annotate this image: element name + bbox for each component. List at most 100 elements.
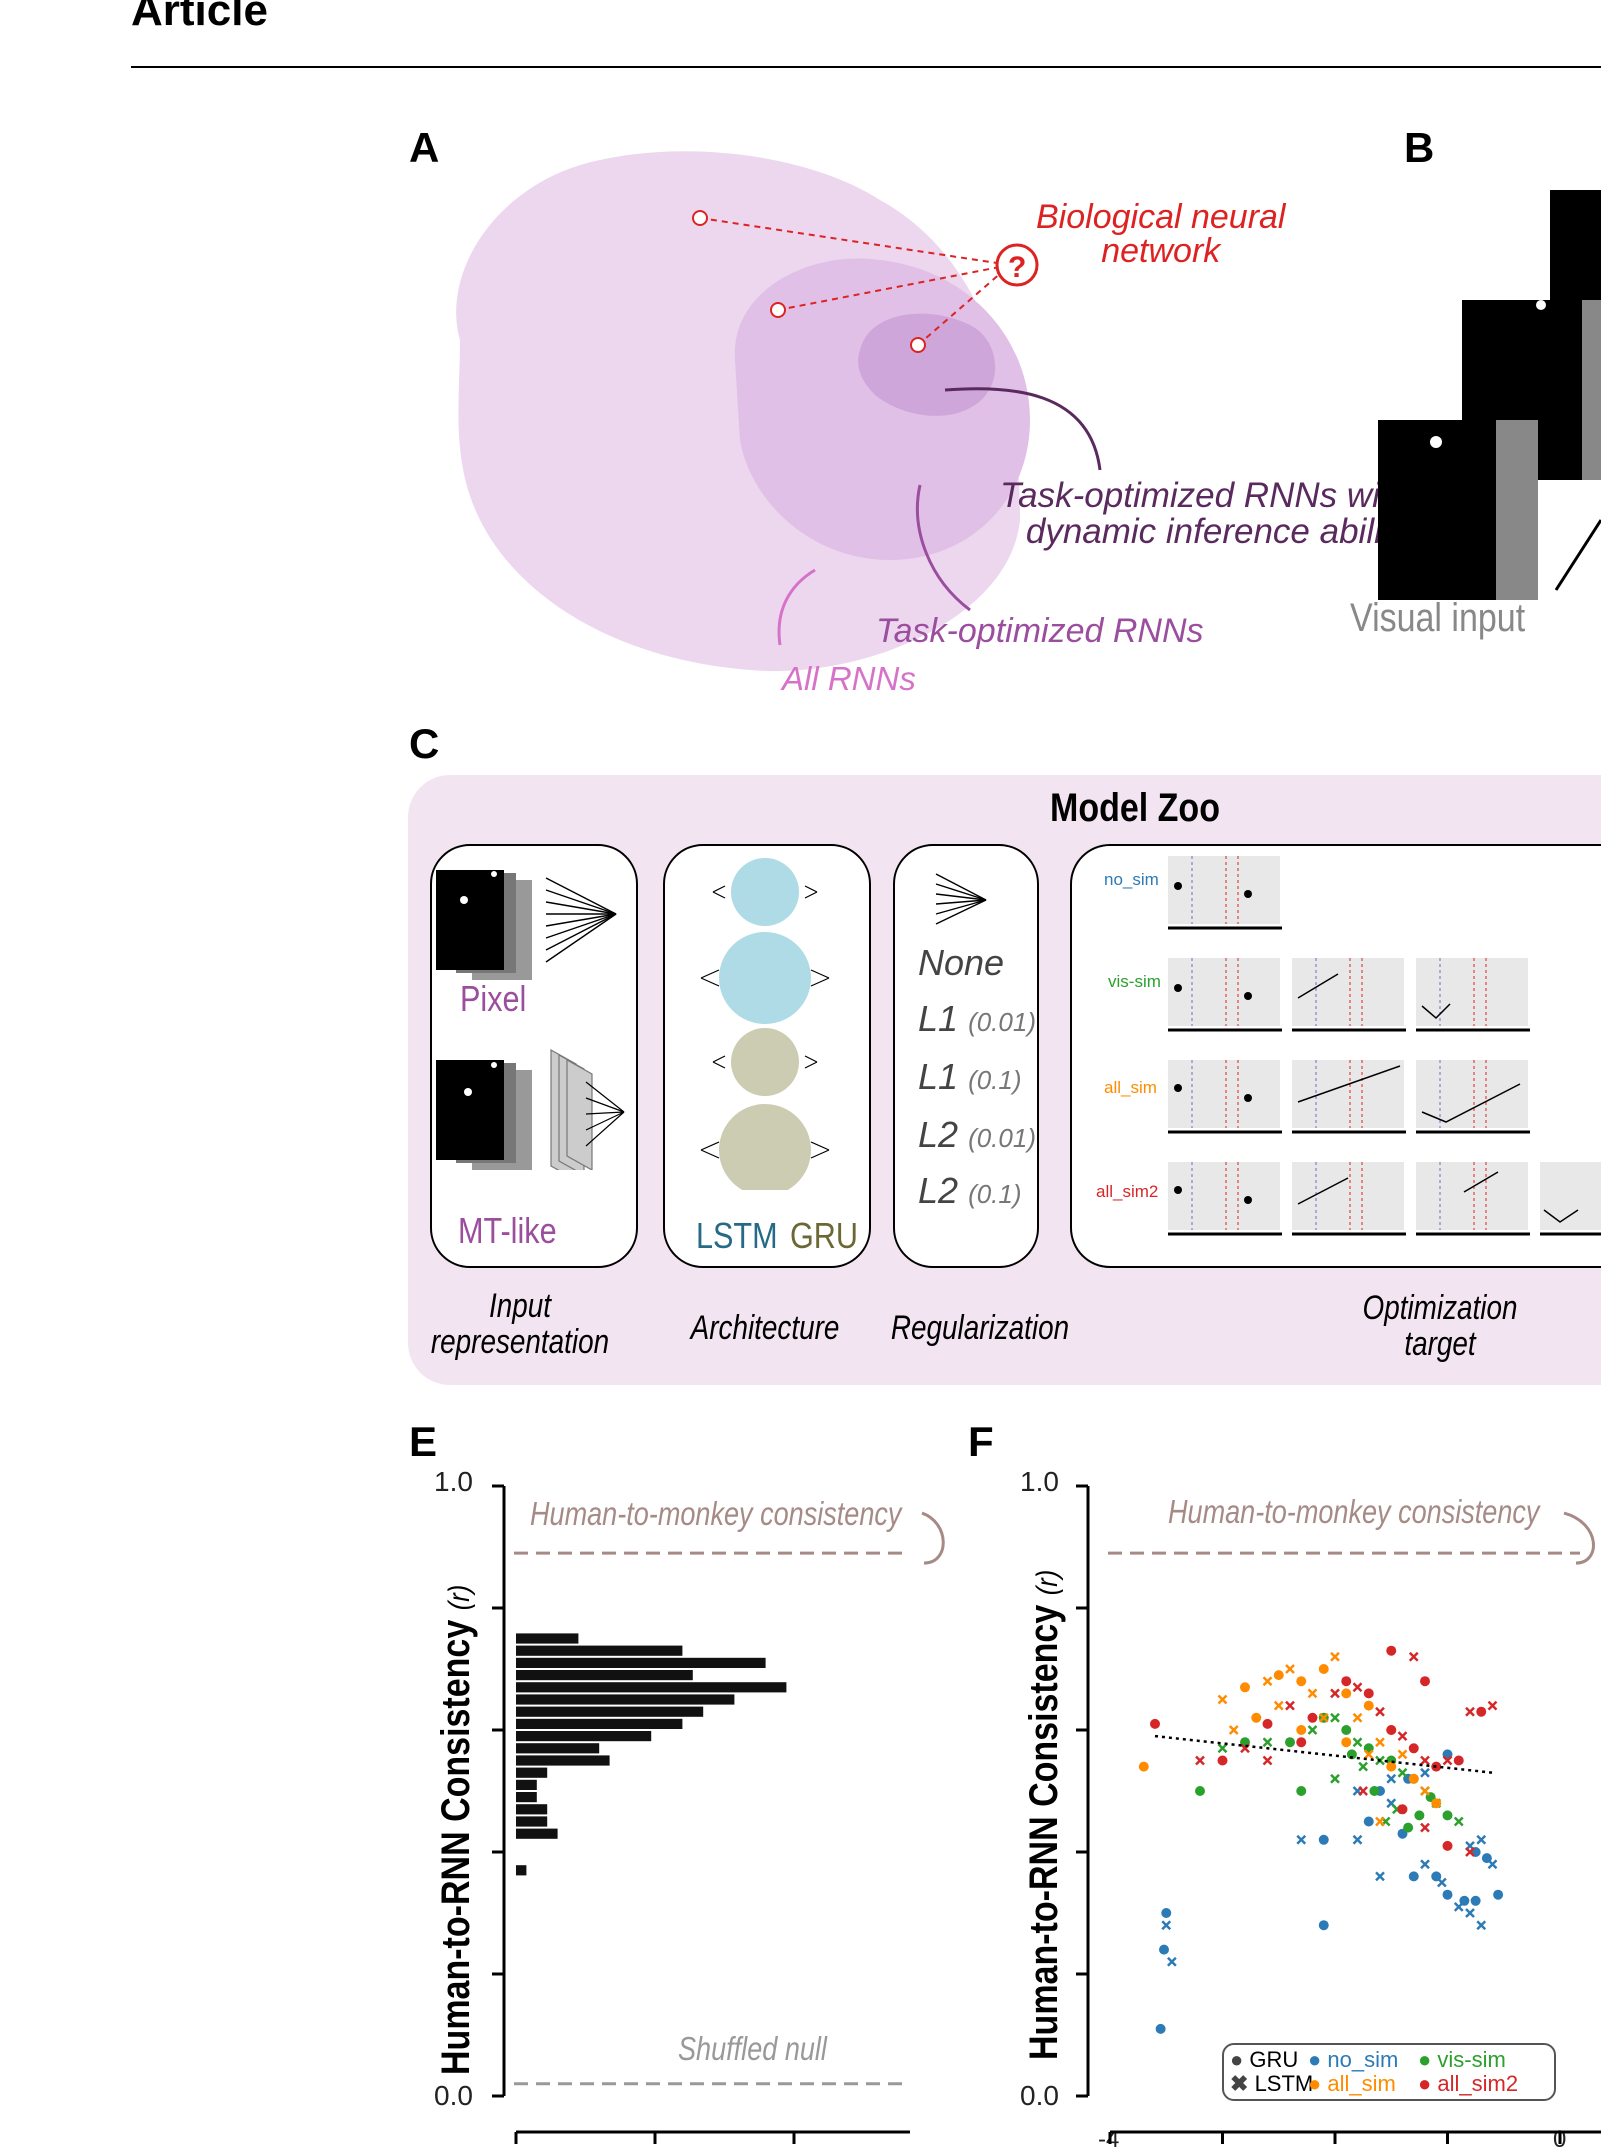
bio-network-label: Biological neural network	[1036, 200, 1286, 268]
scatter-point-lstm	[1420, 1755, 1430, 1766]
scatter-point-gru	[1296, 1786, 1307, 1796]
scatter-point-gru	[1341, 1676, 1352, 1687]
scatter-point-lstm	[1487, 1859, 1498, 1870]
scatter-point-gru	[1408, 1743, 1419, 1754]
reg-item-l2-01: L2 (0.1)	[918, 1170, 1022, 1212]
panel-e-histogram	[492, 1484, 945, 2144]
panel-e-reference-label: Human-to-monkey consistency	[530, 1495, 902, 1532]
scatter-point-lstm	[1476, 1834, 1487, 1845]
panel-e-ytick-bottom: 0.0	[434, 2080, 473, 2111]
scatter-point-gru	[1150, 1718, 1160, 1729]
panel-e-ylabel-unit: (r)	[443, 1584, 476, 1611]
scatter-point-lstm	[1285, 1700, 1295, 1711]
reg-item-name: L1	[918, 1056, 959, 1097]
scatter-point-gru	[1307, 1712, 1318, 1723]
histogram-bar	[516, 1767, 548, 1778]
reg-item-l2-001: L2 (0.01)	[918, 1114, 1036, 1156]
panel-f-ylabel: Human-to-RNN Consistency (r)	[1022, 1570, 1067, 2060]
histogram-bar	[516, 1706, 704, 1717]
scatter-point-gru	[1161, 1908, 1172, 1918]
scatter-point-lstm	[1330, 1651, 1340, 1662]
scatter-point-gru	[1386, 1645, 1397, 1656]
scatter-point-gru	[1262, 1718, 1273, 1729]
scatter-point-gru	[1195, 1786, 1205, 1796]
scatter-point-lstm	[1420, 1859, 1430, 1870]
scatter-point-gru	[1318, 1664, 1329, 1674]
panel-e-ytick-top: 1.0	[434, 1466, 473, 1497]
optimization-caption-line-1: Optimization	[1362, 1289, 1518, 1327]
bio-point-3	[910, 337, 926, 353]
model-zoo-title: Model Zoo	[1050, 786, 1220, 830]
panel-e-ylabel-text: Human-to-RNN Consistency	[434, 1619, 478, 2075]
scatter-point-lstm	[1375, 1737, 1385, 1748]
scatter-point-lstm	[1363, 1749, 1374, 1760]
regularization-caption: Regularization	[890, 1309, 1070, 1347]
scatter-point-lstm	[1273, 1700, 1284, 1711]
scatter-point-lstm	[1352, 1834, 1363, 1845]
scatter-point-gru	[1363, 1700, 1374, 1711]
reg-item-name: None	[918, 942, 1005, 983]
legend-lstm: ✖ LSTM	[1230, 2071, 1314, 2096]
scatter-point-gru	[1369, 1786, 1380, 1796]
histogram-bar	[516, 1755, 610, 1766]
panel-e-ylabel: Human-to-RNN Consistency (r)	[434, 1585, 479, 2075]
panel-f-ytick-top: 1.0	[1020, 1466, 1059, 1497]
scatter-point-lstm	[1476, 1920, 1487, 1931]
scatter-point-gru	[1386, 1761, 1397, 1772]
scatter-point-gru	[1442, 1810, 1453, 1821]
optimization-caption: Optimization target	[1350, 1290, 1530, 1362]
scatter-point-lstm	[1358, 1761, 1369, 1772]
architecture-caption: Architecture	[690, 1309, 840, 1347]
thumb-row-all-sim2	[1168, 1162, 1601, 1236]
scatter-point-gru	[1493, 1889, 1504, 1900]
histogram-bar	[516, 1645, 683, 1656]
panel-a-letter: A	[409, 124, 440, 171]
scatter-point-lstm	[1386, 1773, 1397, 1784]
dyn-rnns-line-1: Task-optimized RNNs with	[1000, 476, 1410, 515]
histogram-bar	[516, 1828, 558, 1839]
gru-unit-small	[731, 1028, 799, 1096]
panel-a-venn-diagram	[456, 151, 1102, 672]
scatter-point-gru	[1363, 1688, 1374, 1699]
legend-all-sim2-label: all_sim2	[1437, 2071, 1519, 2096]
lstm-unit-small	[731, 858, 799, 926]
scatter-point-lstm	[1358, 1786, 1369, 1796]
scatter-point-lstm	[1397, 1767, 1408, 1778]
legend-all-sim-label: all_sim	[1327, 2071, 1396, 2096]
legend-no-sim-label: no_sim	[1327, 2047, 1399, 2072]
trend-line	[1154, 1734, 1493, 1774]
scatter-point-lstm	[1375, 1871, 1385, 1882]
scatter-point-lstm	[1442, 1755, 1453, 1766]
gru-label: GRU	[790, 1215, 858, 1256]
thumb-row-all-sim	[1168, 1060, 1530, 1134]
scatter-point-lstm	[1307, 1688, 1318, 1699]
scatter-point-gru	[1285, 1737, 1295, 1748]
panel-f-letter: F	[968, 1418, 994, 1465]
histogram-bar	[516, 1804, 548, 1815]
scatter-point-lstm	[1166, 1956, 1177, 1967]
panel-f-scatter	[1076, 1484, 1601, 2144]
reference-arrow	[921, 1511, 945, 1565]
scatter-point-gru	[1217, 1755, 1228, 1766]
panel-b-letter: B	[1404, 124, 1435, 171]
scatter-point-gru	[1273, 1670, 1284, 1681]
histogram-bar	[516, 1694, 735, 1705]
scatter-point-gru	[1386, 1725, 1397, 1735]
legend-lstm-label: LSTM	[1254, 2071, 1314, 2096]
scatter-point-lstm	[1262, 1737, 1273, 1748]
scatter-point-gru	[1397, 1804, 1408, 1815]
scatter-point-lstm	[1465, 1847, 1475, 1857]
scatter-point-gru	[1341, 1688, 1352, 1699]
thumb-row-no-sim	[1168, 856, 1282, 930]
scatter-point-lstm	[1330, 1773, 1340, 1784]
histogram-bar	[516, 1816, 548, 1827]
page-header-title: Article	[131, 0, 268, 35]
scatter-point-lstm	[1161, 1920, 1172, 1931]
legend-all-sim2: ● all_sim2	[1418, 2071, 1519, 2096]
scatter-point-lstm	[1330, 1712, 1340, 1723]
header-rule	[131, 66, 1601, 68]
reg-item-value: (0.01)	[968, 1123, 1036, 1153]
scatter-point-lstm	[1352, 1737, 1363, 1748]
scatter-point-gru	[1346, 1749, 1357, 1760]
legend-all-sim: ● all_sim	[1308, 2071, 1396, 2096]
